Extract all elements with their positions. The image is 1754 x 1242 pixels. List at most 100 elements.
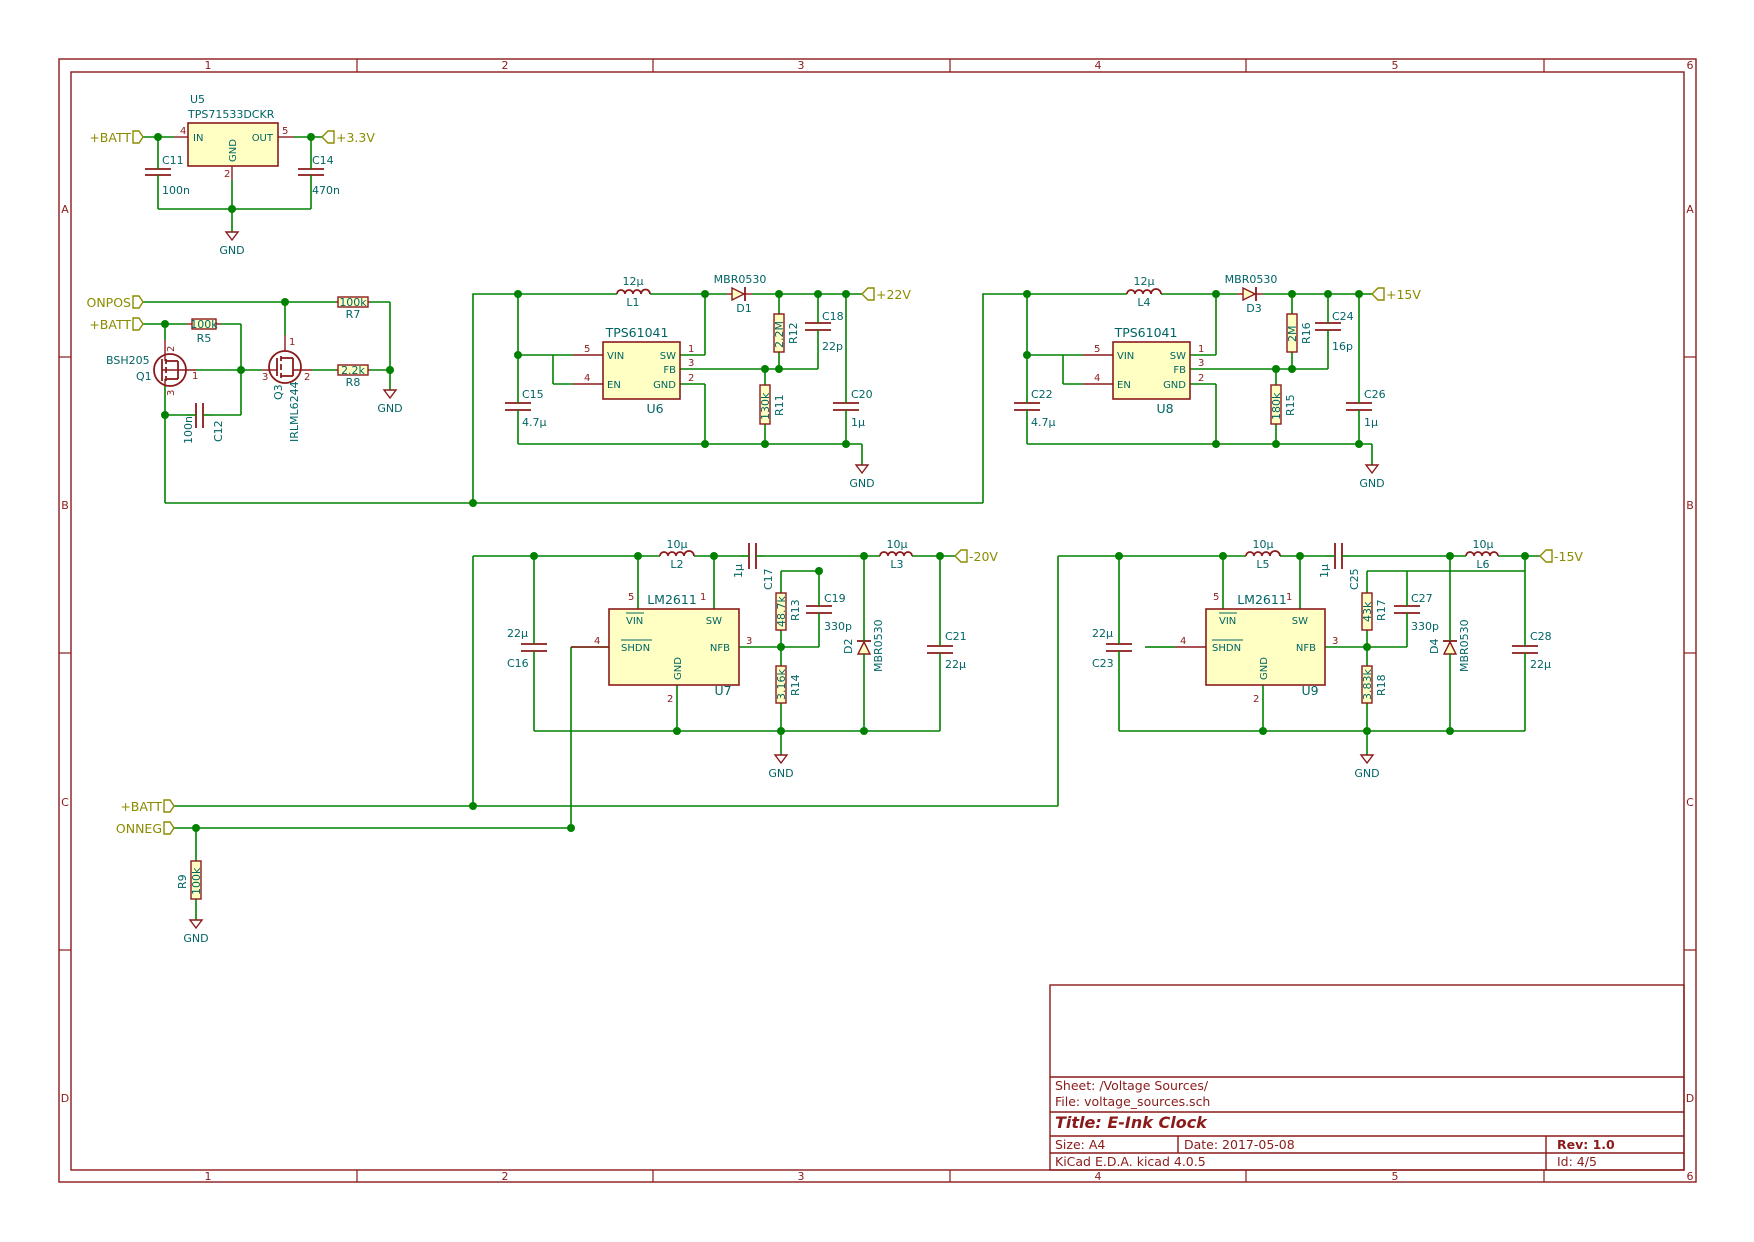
u6-pinnum-4: 4 <box>584 373 590 384</box>
u9-inverting-converter: LM2611 U9 VIN SHDN SW NFB GND 5 1 4 3 2 <box>1175 592 1338 705</box>
u6-ref: U6 <box>646 401 663 416</box>
col-label-4: 4 <box>1095 59 1102 72</box>
label-onpos: ONPOS <box>86 295 144 310</box>
q3-pin2: 2 <box>304 372 310 383</box>
file-name: File: voltage_sources.sch <box>1055 1094 1210 1109</box>
d3-ref: D3 <box>1246 302 1261 315</box>
r7-ref: R7 <box>346 308 361 321</box>
r18-val: 3.83k <box>1361 669 1374 700</box>
col-label-6-bottom: 6 <box>1687 1170 1694 1183</box>
r11-val: 130k <box>759 392 772 420</box>
c14-capacitor: C14 470n <box>298 154 340 197</box>
l4-val: 12µ <box>1134 275 1155 288</box>
d1-diode: MBR0530 D1 <box>714 273 767 315</box>
gnd-label-u9: GND <box>1354 767 1379 780</box>
revision: Rev: 1.0 <box>1557 1137 1615 1152</box>
row-label-a-right: A <box>1686 203 1694 216</box>
l5-val: 10µ <box>1253 538 1274 551</box>
r13-ref: R13 <box>789 599 802 621</box>
c12-val: 100n <box>182 416 195 444</box>
c23-capacitor: 22µ C23 <box>1092 627 1132 670</box>
u8-pinnum-4: 4 <box>1094 373 1100 384</box>
c14-ref: C14 <box>312 154 334 167</box>
r18-ref: R18 <box>1375 674 1388 696</box>
gnd-symbol-r9: GND <box>183 919 209 945</box>
label-batt-2: +BATT <box>89 317 144 332</box>
c17-val: 1µ <box>732 564 745 578</box>
u6-pin-sw: SW <box>660 351 676 362</box>
label-onneg-text: ONNEG <box>116 821 162 836</box>
c27-val: 330p <box>1411 620 1439 633</box>
c26-ref: C26 <box>1364 388 1386 401</box>
u7-pinnum-1: 1 <box>700 592 706 603</box>
u7-pin-vin: VIN <box>626 616 643 627</box>
r5-val: 100k <box>190 318 218 331</box>
drawing-frame: 1 2 3 4 5 6 1 2 3 4 5 6 A B C D A B C D <box>58 58 1697 1183</box>
label-20v-neg: -20V <box>954 549 998 564</box>
u5-name: TPS71533DCKR <box>187 108 275 121</box>
c28-capacitor: C28 22µ <box>1512 630 1552 671</box>
q1-transistor: BSH205 Q1 1 2 3 <box>106 340 198 396</box>
r14-resistor: 3.16k R14 <box>775 665 802 704</box>
u8-pin-en: EN <box>1117 380 1131 391</box>
c23-ref: C23 <box>1092 657 1114 670</box>
l2-val: 10µ <box>667 538 688 551</box>
col-label-1: 1 <box>205 59 212 72</box>
u5-pinnum-2: 2 <box>224 169 230 180</box>
c26-val: 1µ <box>1364 416 1378 429</box>
u8-pin-gnd: GND <box>1163 380 1186 391</box>
u8-pin-fb: FB <box>1173 365 1186 376</box>
q3-pin1: 1 <box>289 337 295 348</box>
label-batt-3: +BATT <box>120 799 175 814</box>
c20-ref: C20 <box>851 388 873 401</box>
gnd-symbol-u9: GND <box>1354 754 1380 780</box>
q1-val: BSH205 <box>106 354 150 367</box>
c17-capacitor: 1µ C17 <box>732 543 775 590</box>
q3-val: IRLML6244 <box>288 381 301 442</box>
r8-val: 2.2k <box>341 364 365 377</box>
gnd-symbol-u6: GND <box>849 464 875 490</box>
title-block: Sheet: /Voltage Sources/ File: voltage_s… <box>1049 984 1685 1171</box>
gnd-label-q: GND <box>377 402 402 415</box>
c22-ref: C22 <box>1031 388 1053 401</box>
r14-ref: R14 <box>789 674 802 696</box>
u7-ref: U7 <box>714 683 731 698</box>
u6-pin-gnd: GND <box>653 380 676 391</box>
l2-inductor: 10µ L2 <box>659 538 695 571</box>
d2-diode: D2 MBR0530 <box>842 619 885 672</box>
u6-pinnum-2: 2 <box>688 373 694 384</box>
u9-pin-shdn: SHDN <box>1212 643 1241 654</box>
r11-resistor: 130k R11 <box>759 384 786 425</box>
c12-ref: C12 <box>212 420 225 442</box>
r12-ref: R12 <box>787 322 800 344</box>
c28-ref: C28 <box>1530 630 1552 643</box>
u7-pin-gnd: GND <box>673 657 684 680</box>
gnd-label-u8: GND <box>1359 477 1384 490</box>
l4-ref: L4 <box>1137 296 1150 309</box>
r12-resistor: 2.2M R12 <box>773 313 800 353</box>
u9-pinnum-3: 3 <box>1332 636 1338 647</box>
c12-capacitor: C12 100n <box>182 403 225 444</box>
u6-pin-vin: VIN <box>607 351 624 362</box>
c27-capacitor: C27 330p <box>1394 592 1439 633</box>
u5-pin-out: OUT <box>252 133 274 144</box>
u7-pin-nfb: NFB <box>710 643 730 654</box>
gnd-symbol-u7: GND <box>768 754 794 780</box>
c26-capacitor: C26 1µ <box>1346 388 1386 429</box>
u9-ref: U9 <box>1301 683 1318 698</box>
r17-val: 43k <box>1361 601 1374 622</box>
u5-pinnum-4: 4 <box>180 126 186 137</box>
l5-ref: L5 <box>1256 558 1269 571</box>
r7-resistor: 100k R7 <box>336 296 370 321</box>
u5-pinnum-5: 5 <box>282 126 288 137</box>
tool-version: KiCad E.D.A. kicad 4.0.5 <box>1055 1154 1206 1169</box>
u8-ref: U8 <box>1156 401 1173 416</box>
d1-val: MBR0530 <box>714 273 767 286</box>
sheet-name: Sheet: /Voltage Sources/ <box>1055 1078 1209 1093</box>
c18-ref: C18 <box>822 310 844 323</box>
r9-val: 100k <box>190 867 203 895</box>
col-label-5-bottom: 5 <box>1392 1170 1399 1183</box>
label-3v3-text: +3.3V <box>336 130 375 145</box>
u8-pinnum-2: 2 <box>1198 373 1204 384</box>
row-label-c-right: C <box>1686 796 1694 809</box>
